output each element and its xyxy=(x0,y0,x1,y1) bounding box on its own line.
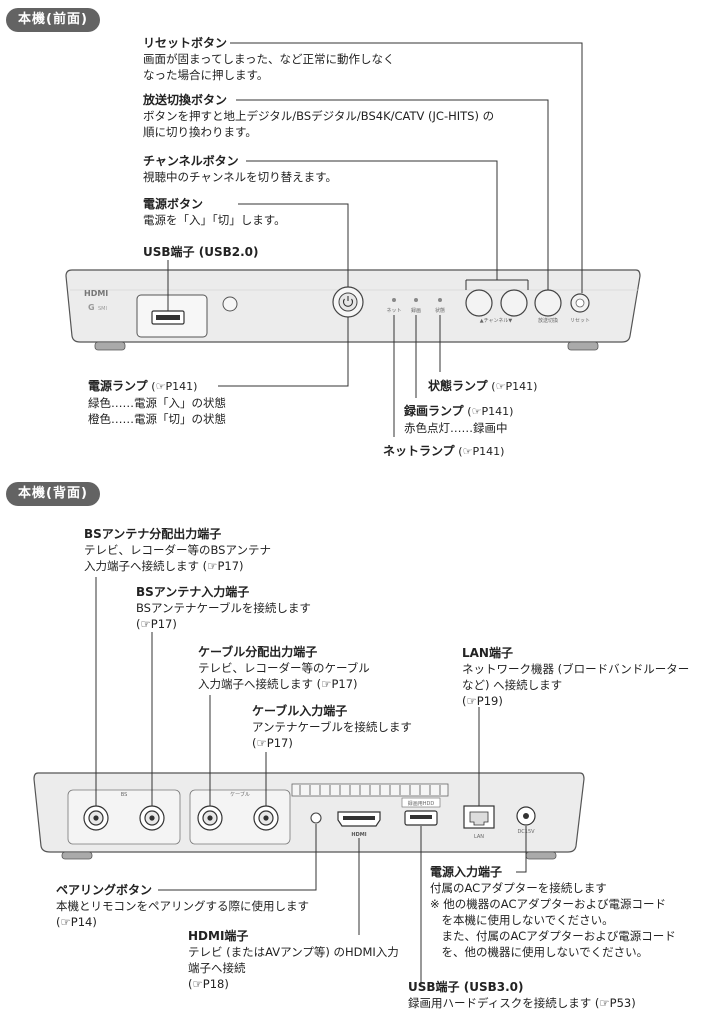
net-lamp-label: ネットランプ (☞P141) xyxy=(383,443,504,460)
lan-desc-1: ネットワーク機器 (ブロードバンドルーター xyxy=(462,662,690,676)
reset-title: リセットボタン xyxy=(143,36,228,50)
cable-in-desc-1: アンテナケーブルを接続します xyxy=(252,720,412,734)
cable-out-desc-2: 入力端子へ接続します (☞P17) xyxy=(198,677,358,691)
bs-in-title: BSアンテナ入力端子 xyxy=(136,585,250,599)
net-lamp-title: ネットランプ xyxy=(383,444,455,458)
channel-desc: 視聴中のチャンネルを切り替えます。 xyxy=(143,170,338,184)
switch-desc-2: 順に切り換わります。 xyxy=(143,125,257,139)
channel-device-label: ▲チャンネル▼ xyxy=(480,318,513,324)
rec-lamp-ref: (☞P141) xyxy=(467,405,514,418)
power-lamp-desc-1: 緑色……電源「入」の状態 xyxy=(88,396,226,410)
channel-title: チャンネルボタン xyxy=(143,154,239,168)
power-lamp-desc-2: 橙色……電源「切」の状態 xyxy=(88,412,226,426)
usb-title: USB端子 (USB2.0) xyxy=(143,245,259,259)
reset-desc-2: なった場合に押します。 xyxy=(143,68,269,82)
pairing-title: ペアリングボタン xyxy=(56,883,153,897)
back-section-title: 本機(背面) xyxy=(6,482,100,506)
usb3-desc: 録画用ハードディスクを接続します (☞P53) xyxy=(408,996,636,1010)
bs-out-title: BSアンテナ分配出力端子 xyxy=(84,527,222,541)
rec-lamp-title: 録画ランプ xyxy=(404,404,464,418)
rec-lamp-label: 録画ランプ (☞P141) xyxy=(404,403,513,420)
cable-group-label: ケーブル xyxy=(230,791,250,798)
dc-in-desc-5: を、他の機器に使用しないでください。 xyxy=(430,945,649,959)
lan-title: LAN端子 xyxy=(462,646,513,660)
front-section-title: 本機(前面) xyxy=(6,8,100,32)
hdmi-desc-2: 端子へ接続 xyxy=(188,961,246,975)
status-lamp-ref: (☞P141) xyxy=(491,380,538,393)
cable-in-title: ケーブル入力端子 xyxy=(252,704,348,718)
power-lamp-label: 電源ランプ (☞P141) xyxy=(88,378,197,395)
pairing-desc-1: 本機とリモコンをペアリングする際に使用します xyxy=(56,899,309,913)
lan-desc-2: など) へ接続します xyxy=(462,678,563,692)
usb3-title: USB端子 (USB3.0) xyxy=(408,980,524,994)
rec-lamp-device-label: 録画 xyxy=(411,307,421,314)
lan-device-label: LAN xyxy=(474,834,484,840)
reset-device-label: リセット xyxy=(570,318,590,324)
dc-in-desc-3: を本機に使用しないでください。 xyxy=(430,913,614,927)
switch-desc-1: ボタンを押すと地上デジタル/BSデジタル/BS4K/CATV (JC-HITS)… xyxy=(143,109,495,123)
lan-desc-3: (☞P19) xyxy=(462,694,503,708)
bs-out-desc-2: 入力端子へ接続します (☞P17) xyxy=(84,559,244,573)
cable-in-desc-2: (☞P17) xyxy=(252,736,293,750)
cable-out-desc-1: テレビ、レコーダー等のケーブル xyxy=(198,661,370,675)
net-lamp-ref: (☞P141) xyxy=(458,445,505,458)
svg-text:G: G xyxy=(88,303,95,312)
front-device-diagram: HDMI G SMI ネット 録画 状態 ▲チャンネル▼ 放送切換 リセット xyxy=(65,42,641,437)
status-lamp-device-label: 状態 xyxy=(435,307,445,314)
dc-in-desc-2: ※ 他の機器のACアダプターおよび電源コード xyxy=(430,897,666,911)
rec-lamp-desc: 赤色点灯……録画中 xyxy=(404,421,508,435)
hdmi-desc-1: テレビ (またはAVアンプ等) のHDMI入力 xyxy=(188,945,399,959)
reset-desc-1: 画面が固まってしまった、など正常に動作しなく xyxy=(143,52,395,66)
switch-title: 放送切換ボタン xyxy=(143,93,228,107)
power-title: 電源ボタン xyxy=(143,197,204,211)
switch-device-label: 放送切換 xyxy=(538,317,558,324)
dc-in-title: 電源入力端子 xyxy=(430,865,503,879)
hdmi-title: HDMI端子 xyxy=(188,929,249,943)
svg-text:HDMI: HDMI xyxy=(84,289,108,298)
status-lamp-title: 状態ランプ xyxy=(428,379,488,393)
power-lamp-title: 電源ランプ xyxy=(88,379,148,393)
bs-out-desc-1: テレビ、レコーダー等のBSアンテナ xyxy=(84,543,272,557)
dc-in-desc-1: 付属のACアダプターを接続します xyxy=(430,881,607,895)
pairing-desc-2: (☞P14) xyxy=(56,915,97,929)
rec-hdd-device-label: 録画用HDD xyxy=(408,800,435,807)
power-desc: 電源を「入」「切」します。 xyxy=(143,213,286,227)
power-lamp-ref: (☞P141) xyxy=(151,380,198,393)
status-lamp-label: 状態ランプ (☞P141) xyxy=(428,378,537,395)
svg-text:HDMI: HDMI xyxy=(351,832,366,838)
net-lamp-device-label: ネット xyxy=(386,308,401,314)
bs-group-label: BS xyxy=(121,792,128,798)
cable-out-title: ケーブル分配出力端子 xyxy=(198,645,318,659)
dc-in-desc-4: また、付属のACアダプターおよび電源コード xyxy=(430,929,676,943)
svg-text:SMI: SMI xyxy=(98,306,107,312)
bs-in-desc-1: BSアンテナケーブルを接続します xyxy=(136,601,311,615)
bs-in-desc-2: (☞P17) xyxy=(136,617,177,631)
hdmi-desc-3: (☞P18) xyxy=(188,977,229,991)
